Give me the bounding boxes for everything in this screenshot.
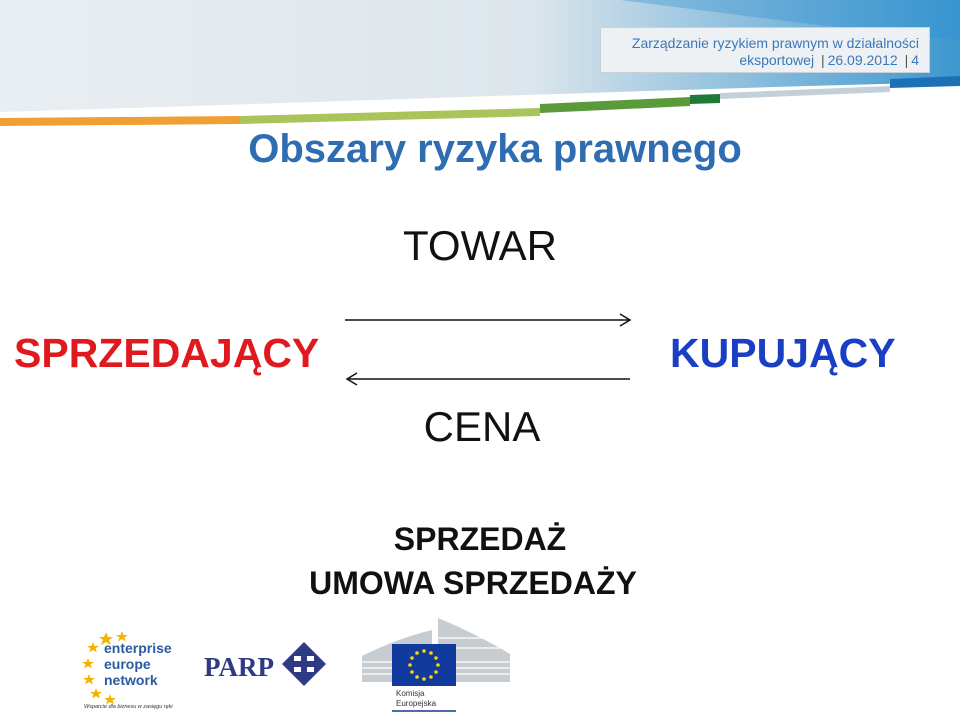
contract-label: UMOWA SPRZEDAŻY: [309, 565, 637, 601]
page-number: 4: [911, 52, 919, 68]
separator: |: [904, 52, 909, 68]
separator: |: [820, 52, 825, 68]
een-text-line2: europe: [104, 656, 151, 672]
enterprise-europe-network-logo: enterprise europe network Wsparcie dla b…: [82, 631, 173, 710]
seller-label: SPRZEDAJĄCY: [14, 330, 320, 376]
presentation-header: Zarządzanie ryzykiem prawnym w działalno…: [600, 27, 930, 73]
een-text-line3: network: [104, 672, 158, 688]
ec-text-line2: Europejska: [396, 699, 437, 708]
ec-text-line1: Komisja: [396, 689, 425, 698]
presentation-date: 26.09.2012: [827, 52, 898, 68]
buyer-label: KUPUJĄCY: [670, 330, 896, 376]
price-label: CENA: [423, 403, 541, 450]
parp-text: PARP: [204, 652, 274, 682]
presentation-title: Zarządzanie ryzykiem prawnym w działalno…: [631, 35, 919, 51]
presentation-subtitle: eksportowej |26.09.2012 |4: [739, 52, 919, 68]
goods-label: TOWAR: [403, 222, 557, 269]
parp-logo: PARP: [204, 642, 326, 686]
exchange-arrows: [345, 313, 632, 386]
arrow-left-icon: [345, 372, 630, 386]
parp-emblem-icon: [282, 642, 326, 686]
page-title: Obszary ryzyka prawnego: [248, 127, 742, 171]
sale-label: SPRZEDAŻ: [393, 521, 567, 557]
een-text-line1: enterprise: [104, 640, 172, 656]
presentation-title-continued: eksportowej: [739, 52, 815, 68]
een-tagline: Wsparcie dla biznesu w zasięgu ręki: [84, 704, 173, 710]
arrow-right-icon: [345, 313, 632, 327]
european-commission-logo: Komisja Europejska: [362, 618, 510, 712]
